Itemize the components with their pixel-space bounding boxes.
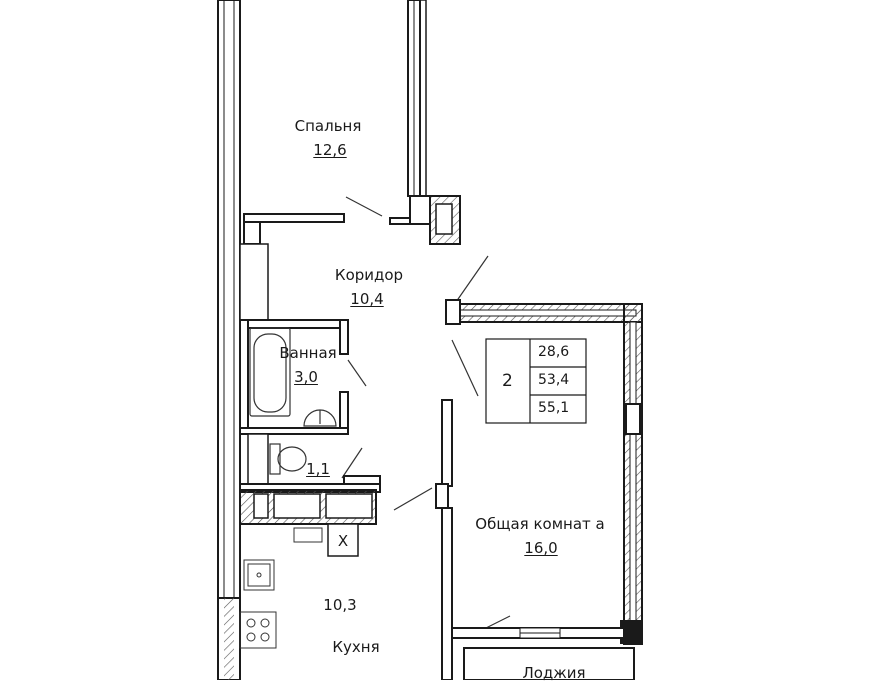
bathroom-area: 3,0 [294,368,318,386]
loggia-walls [463,647,635,680]
bedroom-name: Спальня [294,117,362,135]
toilet-area: 1,1 [306,460,330,478]
corridor-wall-west [239,243,269,321]
living-area-value: 28,6 [538,344,570,360]
living-room-area: 16,0 [524,539,558,557]
toilet-icon [269,443,307,475]
bedroom-wall-south [243,213,411,245]
corridor-name: Коридор [334,266,404,284]
total-area-value: 53,4 [538,372,570,388]
exterior-wall-west [217,0,241,680]
door-swings [341,196,511,633]
kitchen-sink-icon [243,527,323,591]
sink-icon [303,409,337,427]
vent-shaft [327,523,359,557]
column-bedroom [409,195,461,245]
rooms-count: 2 [502,371,513,391]
summary-table [485,338,587,424]
bedroom-wall-east [407,0,427,197]
kitchen-wall-north [239,489,377,525]
kitchen-name: Кухня [332,638,380,656]
total-with-loggia-value: 55,1 [538,400,570,416]
living-wall-west [435,399,453,680]
stove-icon [239,611,277,649]
bathroom-name: Ванная [279,344,337,362]
living-room-name: Общая комнат а [475,515,605,533]
vent-mark: X [337,532,349,550]
corridor-area: 10,4 [350,290,384,308]
bathtub-icon [249,327,291,417]
bedroom-area: 12,6 [313,141,347,159]
living-wall-south [451,627,625,639]
bathroom-walls [239,319,349,435]
kitchen-area: 10,3 [323,596,357,614]
loggia-name: Лоджия [522,664,586,682]
living-room-walls [445,299,643,645]
